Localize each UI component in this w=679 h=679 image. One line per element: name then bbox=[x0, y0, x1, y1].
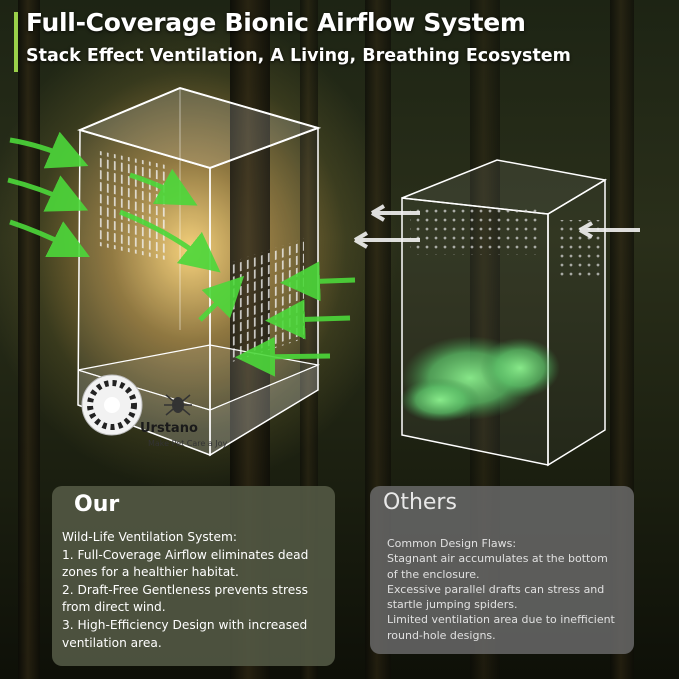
draft-arrows bbox=[353, 204, 640, 249]
airflow-arrow-icon bbox=[7, 131, 356, 377]
others-heading: Others bbox=[383, 490, 457, 515]
brand-name: Urstano bbox=[140, 421, 198, 436]
title-accent-bar bbox=[14, 12, 18, 72]
others-line: round-hole designs. bbox=[387, 628, 496, 642]
page-title: Full-Coverage Bionic Airflow System bbox=[26, 8, 526, 37]
our-panel bbox=[52, 486, 335, 666]
our-feature-list: Wild-Life Ventilation System: 1. Full-Co… bbox=[62, 529, 332, 652]
brand-tagline: Make Pet Care a Joy bbox=[148, 439, 228, 448]
spider-logo-icon bbox=[164, 394, 192, 416]
others-line: of the enclosure. bbox=[387, 567, 480, 581]
our-line: Wild-Life Ventilation System: bbox=[62, 530, 237, 544]
others-enclosure bbox=[400, 159, 608, 467]
our-line: ventilation area. bbox=[62, 635, 162, 650]
others-line: startle jumping spiders. bbox=[387, 598, 518, 612]
vent-dial-icon bbox=[81, 374, 143, 436]
page-subtitle: Stack Effect Ventilation, A Living, Brea… bbox=[26, 46, 571, 66]
others-flaw-list: Common Design Flaws: Stagnant air accumu… bbox=[387, 536, 632, 643]
our-heading: Our bbox=[74, 492, 120, 517]
our-line: 2. Draft-Free Gentleness prevents stress bbox=[62, 582, 308, 597]
our-line: from direct wind. bbox=[62, 600, 166, 615]
our-enclosure bbox=[77, 86, 322, 457]
our-line: 1. Full-Coverage Airflow eliminates dead bbox=[62, 547, 309, 562]
others-line: Stagnant air accumulates at the bottom bbox=[387, 552, 608, 566]
others-line: Excessive parallel drafts can stress and bbox=[387, 582, 605, 596]
our-line: 3. High-Efficiency Design with increased bbox=[62, 617, 308, 632]
others-panel bbox=[370, 486, 634, 654]
others-line: Common Design Flaws: bbox=[387, 537, 517, 550]
our-line: zones for a healthier habitat. bbox=[62, 565, 239, 580]
enclosure-illustration: Urstano Make Pet Care a Joy bbox=[7, 86, 640, 467]
others-line: Limited ventilation area due to ineffici… bbox=[387, 613, 615, 627]
